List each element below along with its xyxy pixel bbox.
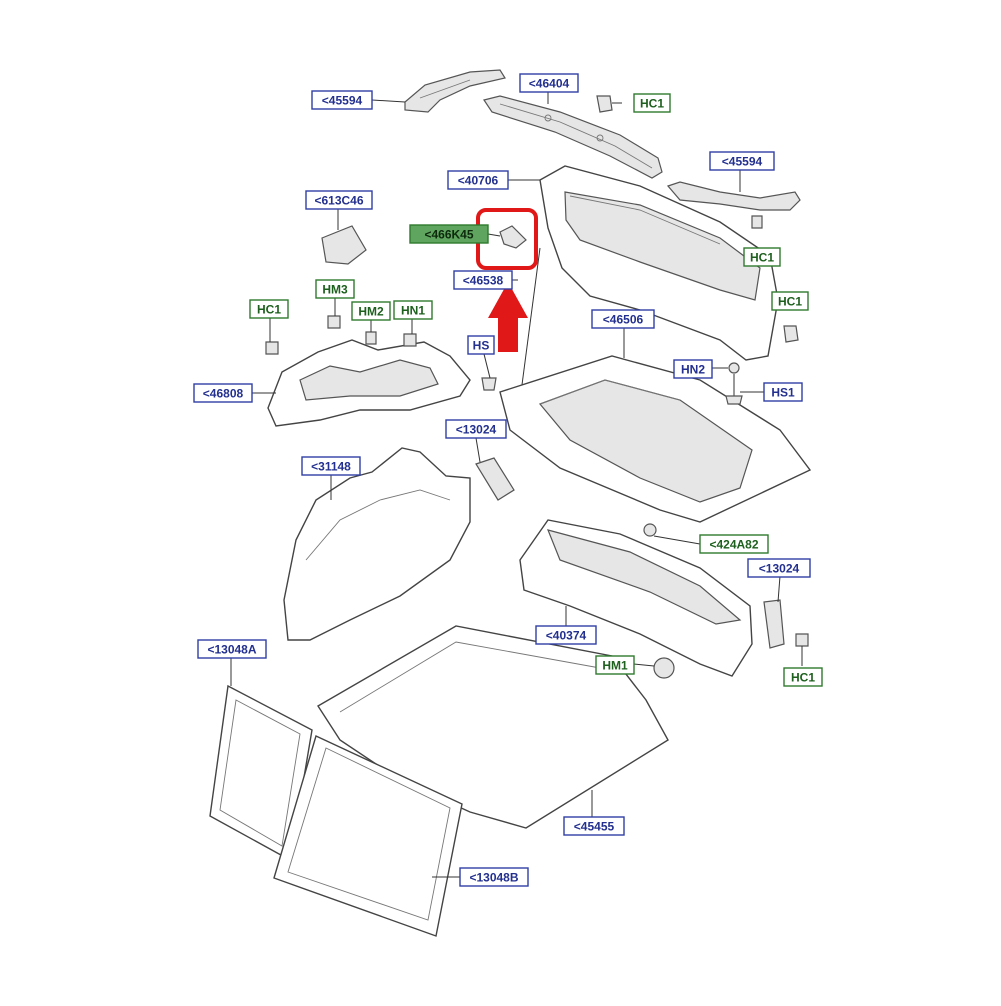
clip-424a82 xyxy=(643,523,657,537)
label-424a82: <424A82 xyxy=(699,534,769,554)
svg-text:<13048B: <13048B xyxy=(469,871,518,885)
part-40706-upper-panel xyxy=(539,165,779,361)
svg-text:HS1: HS1 xyxy=(771,386,795,400)
part-45594-right xyxy=(666,181,801,211)
part-13024-lower xyxy=(763,599,809,649)
svg-text:<46404: <46404 xyxy=(529,77,570,91)
svg-text:HN2: HN2 xyxy=(681,363,705,377)
svg-text:<13024: <13024 xyxy=(456,423,497,437)
label-hn1: HN1 xyxy=(393,300,433,320)
svg-text:HC1: HC1 xyxy=(257,303,281,317)
highlight-arrow xyxy=(488,282,528,352)
label-46404: <46404 xyxy=(519,73,579,93)
label-hm1: HM1 xyxy=(595,655,635,675)
svg-text:HM3: HM3 xyxy=(322,283,348,297)
svg-text:<40706: <40706 xyxy=(458,174,499,188)
label-hc1-bottom: HC1 xyxy=(783,667,823,687)
label-13048b: <13048B xyxy=(459,867,529,887)
svg-text:<45455: <45455 xyxy=(574,820,615,834)
label-40374: <40374 xyxy=(535,625,597,645)
label-13024-upper: <13024 xyxy=(445,419,507,439)
part-45594-left xyxy=(404,69,506,113)
svg-text:<613C46: <613C46 xyxy=(314,194,363,208)
label-hn2: HN2 xyxy=(673,359,713,379)
label-hs: HS xyxy=(467,335,495,355)
label-hc1-right-lower: HC1 xyxy=(771,291,809,311)
part-46404 xyxy=(483,95,663,179)
part-13024-upper xyxy=(475,457,515,501)
svg-text:<466K45: <466K45 xyxy=(424,228,473,242)
label-hc1-left: HC1 xyxy=(249,299,289,319)
label-46506: <46506 xyxy=(591,309,655,329)
label-13048a: <13048A xyxy=(197,639,267,659)
svg-text:HS: HS xyxy=(473,339,490,353)
label-hc1-right-upper: HC1 xyxy=(743,247,781,267)
svg-text:HC1: HC1 xyxy=(640,97,664,111)
svg-text:<424A82: <424A82 xyxy=(709,538,758,552)
svg-text:<13048A: <13048A xyxy=(207,643,256,657)
label-466k45: <466K45 xyxy=(409,224,489,244)
bolt-hn2-hs1 xyxy=(725,362,743,405)
knob-hm1 xyxy=(653,657,675,679)
part-46538 xyxy=(519,247,541,401)
svg-text:<45594: <45594 xyxy=(322,94,363,108)
part-40374 xyxy=(519,519,753,677)
part-46808 xyxy=(267,339,471,427)
label-45455: <45455 xyxy=(563,816,625,836)
label-hm3: HM3 xyxy=(315,279,355,299)
label-13024-lower: <13024 xyxy=(747,558,811,578)
svg-text:HM2: HM2 xyxy=(358,305,384,319)
label-46808: <46808 xyxy=(193,383,253,403)
svg-text:<45594: <45594 xyxy=(722,155,763,169)
svg-text:HC1: HC1 xyxy=(778,295,802,309)
svg-text:<40374: <40374 xyxy=(546,629,587,643)
svg-text:<46808: <46808 xyxy=(203,387,244,401)
svg-text:<46506: <46506 xyxy=(603,313,644,327)
svg-text:HN1: HN1 xyxy=(401,304,425,318)
label-45594-right: <45594 xyxy=(709,151,775,171)
part-13048b xyxy=(273,735,463,937)
clips-hc1-right xyxy=(751,215,799,343)
part-613c46 xyxy=(321,225,367,265)
svg-text:<13024: <13024 xyxy=(759,562,800,576)
label-45594-left: <45594 xyxy=(311,90,373,110)
svg-text:HC1: HC1 xyxy=(791,671,815,685)
label-46538: <46538 xyxy=(453,270,513,290)
label-31148: <31148 xyxy=(301,456,361,476)
label-hc1-top: HC1 xyxy=(633,93,671,113)
part-46506-parcel-shelf xyxy=(499,355,812,523)
label-hs1: HS1 xyxy=(763,382,803,402)
label-613c46: <613C46 xyxy=(305,190,373,210)
svg-text:HM1: HM1 xyxy=(602,659,628,673)
label-40706: <40706 xyxy=(447,170,509,190)
clips-left-group xyxy=(265,315,497,391)
clip-hc1-top xyxy=(596,95,613,113)
part-466k45 xyxy=(487,225,527,249)
svg-text:<46538: <46538 xyxy=(463,274,504,288)
svg-text:<31148: <31148 xyxy=(311,460,351,474)
part-31148 xyxy=(283,447,471,641)
svg-text:HC1: HC1 xyxy=(750,251,774,265)
label-hm2: HM2 xyxy=(351,301,391,321)
